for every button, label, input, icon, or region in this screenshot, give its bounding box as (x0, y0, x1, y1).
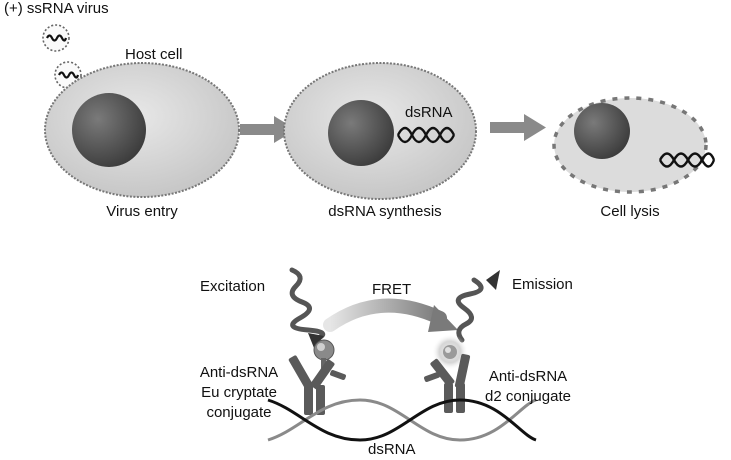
stage-arrow-2 (490, 114, 546, 141)
d2-acceptor (432, 334, 468, 370)
nucleus-1 (72, 93, 146, 167)
host-cell-lysis (552, 96, 716, 194)
dsrna-label-top: dsRNA (405, 104, 453, 121)
host-cell-entry (44, 62, 240, 198)
stage-label-synthesis: dsRNA synthesis (328, 203, 442, 220)
virus-label: (+) ssRNA virus (4, 0, 109, 17)
dsrna-strand-b (396, 126, 456, 144)
dsrna-helix (267, 398, 537, 442)
left-conjugate-line-1: Anti-dsRNA (199, 364, 279, 381)
nucleus-3 (574, 103, 630, 159)
host-cell-label: Host cell (125, 46, 183, 63)
left-conjugate-line-2: Eu cryptate (201, 384, 277, 401)
stage-label-lysis: Cell lysis (600, 203, 660, 220)
antibody-right (424, 353, 471, 413)
antibody-left (288, 355, 346, 415)
host-cell-synthesis (283, 62, 477, 200)
dsrna-label-bottom: dsRNA (368, 441, 416, 458)
excitation-arrow (289, 267, 326, 348)
eu-cryptate-donor (313, 339, 335, 370)
excitation-label: Excitation (200, 278, 266, 295)
fret-label: FRET (372, 281, 412, 298)
right-conjugate-line-2: d2 conjugate (485, 388, 571, 405)
virus-particle-2 (54, 61, 82, 89)
dsrna-strand-lysis-b (658, 152, 716, 168)
virus-particle-1 (42, 24, 70, 52)
emission-arrow (455, 270, 500, 343)
right-conjugate-line-1: Anti-dsRNA (488, 368, 568, 385)
emission-label: Emission (512, 276, 573, 293)
left-conjugate-line-3: conjugate (206, 404, 272, 421)
stage-label-entry: Virus entry (106, 203, 178, 220)
nucleus-2 (328, 100, 394, 166)
fret-arrow (323, 298, 458, 332)
